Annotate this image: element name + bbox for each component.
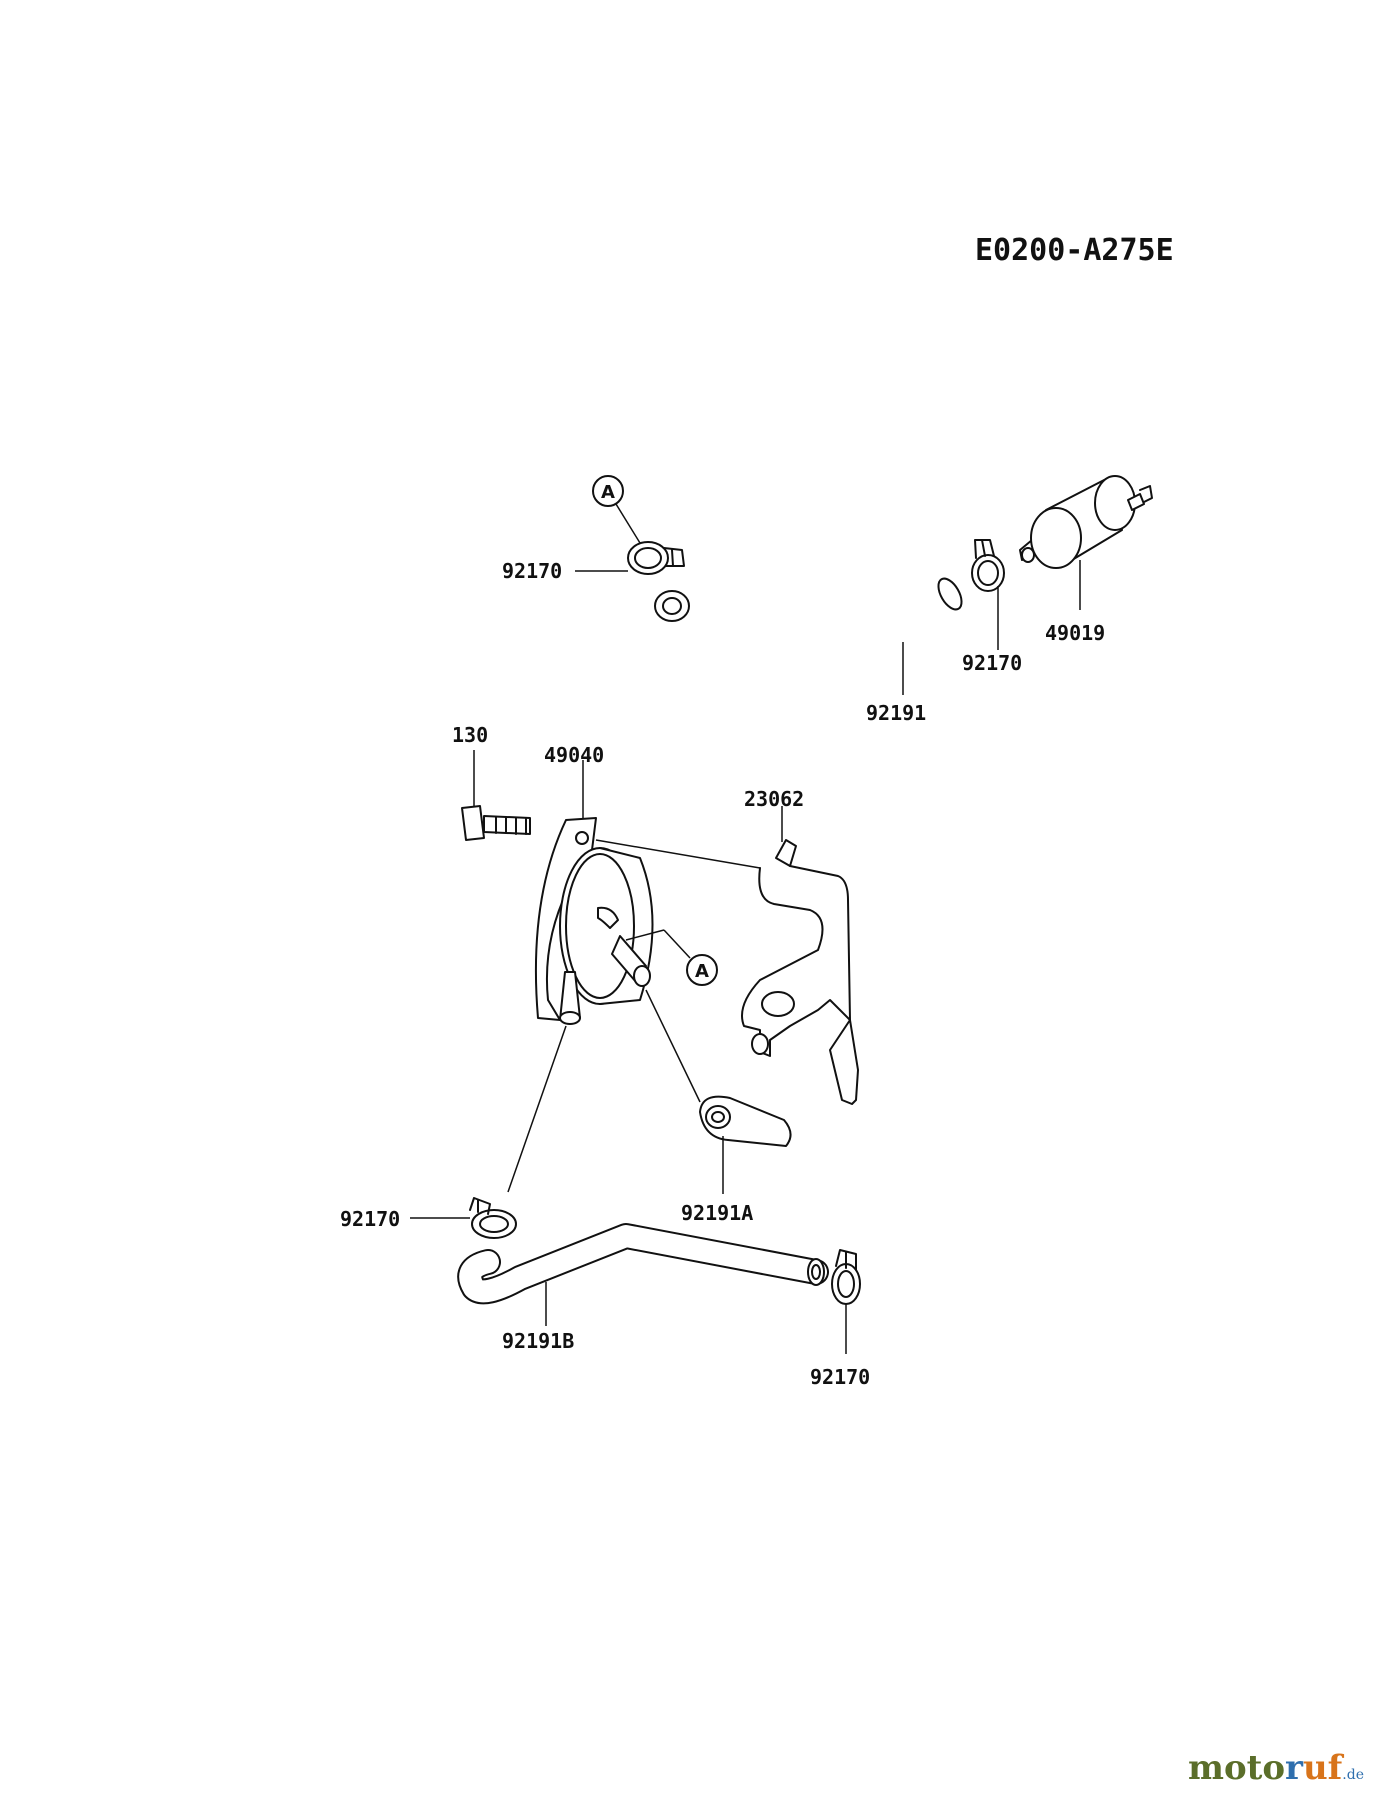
hose-a: [645, 989, 792, 1147]
label-bracket: 23062: [744, 787, 804, 811]
clamp-top-left: [627, 541, 685, 575]
label-bolt: 130: [452, 723, 488, 747]
label-fuel-hose-top: 92191: [866, 701, 926, 725]
hose-b: [457, 1223, 829, 1305]
diagram-code: E0200-A275E: [975, 233, 1174, 268]
svg-text:A: A: [695, 961, 709, 982]
label-clamp-bottom-left: 92170: [340, 1207, 400, 1231]
clamp-bottom-right: [831, 1249, 861, 1305]
clamp-top-right: [971, 539, 1005, 592]
fuel-hose-top: [641, 577, 967, 727]
label-clamp-top-left: 92170: [502, 559, 562, 583]
label-fuel-pump: 49040: [544, 743, 604, 767]
watermark-logo: motoruf.de: [1187, 1748, 1364, 1788]
bracket: [595, 839, 859, 1105]
svg-text:A: A: [601, 482, 615, 503]
label-fuel-filter: 49019: [1045, 621, 1105, 645]
label-hose-b: 92191B: [502, 1329, 574, 1353]
label-clamp-bottom-right: 92170: [810, 1365, 870, 1389]
callout-a-middle: A: [625, 929, 718, 986]
fuel-pump: [534, 817, 654, 1025]
clamp-bottom-left: [469, 1197, 517, 1239]
label-clamp-top-right: 92170: [962, 651, 1022, 675]
bolt: [461, 805, 531, 841]
fuel-filter: [1019, 475, 1153, 569]
label-hose-a: 92191A: [681, 1201, 753, 1225]
